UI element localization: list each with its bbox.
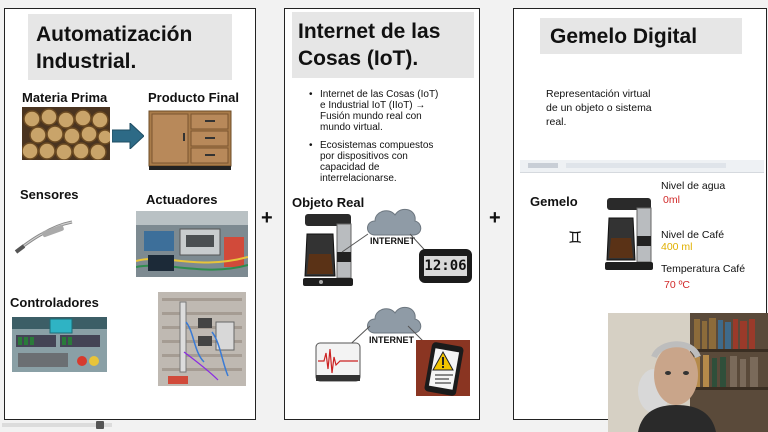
twin-description-line2: de un objeto o sistema	[546, 102, 652, 114]
internet-label-2: INTERNET	[369, 335, 414, 345]
gemini-icon: ♊	[568, 228, 583, 247]
automation-title-line1: Automatización	[36, 23, 193, 46]
iot-title-line1: Internet de las	[298, 20, 441, 43]
iot-bullet-2-line4: interrelacionarse.	[320, 173, 397, 184]
twin-title: Gemelo Digital	[540, 18, 742, 54]
iot-bullet-2: Ecosistemas compuestos por dispositivos …	[309, 140, 434, 184]
controllers-label: Controladores	[10, 295, 99, 310]
iot-bullet-1-line3: Fusión mundo real con	[320, 111, 422, 122]
automation-title-line2: Industrial.	[36, 50, 137, 73]
digital-clock-image: 12:06	[419, 249, 472, 283]
sensors-label: Sensores	[20, 187, 79, 202]
plus-sign-2: +	[489, 207, 501, 229]
iot-bullet-2-line3: capacidad de	[320, 162, 380, 173]
clock-display: 12:06	[424, 256, 467, 276]
iot-bullet-1: Internet de las Cosas (IoT) e Industrial…	[309, 89, 439, 133]
water-level-label: Nivel de agua	[661, 180, 726, 192]
coffee-level-value: 400 ml	[661, 241, 693, 253]
temperature-value: 70 ºC	[664, 279, 691, 291]
coffee-level-label: Nivel de Café	[661, 229, 725, 241]
controllers-image	[12, 317, 107, 372]
right-arrow-icon	[112, 123, 144, 149]
phone-alert-image	[416, 340, 470, 396]
cabinet-image	[147, 108, 233, 174]
coffee-maker-image	[301, 212, 355, 288]
twin-label: Gemelo	[530, 194, 578, 209]
automation-title: Automatización Industrial.	[28, 14, 232, 80]
actuators-label: Actuadores	[146, 192, 218, 207]
temperature-label: Temperatura Café	[661, 263, 746, 275]
internet-cloud-1	[363, 203, 423, 245]
iot-title-line2: Cosas (IoT).	[298, 47, 419, 70]
raw-material-label: Materia Prima	[22, 90, 108, 105]
browser-toolbar-strip	[520, 160, 764, 173]
iot-title: Internet de las Cosas (IoT).	[292, 12, 474, 78]
iot-bullet-1-line4: mundo virtual.	[320, 122, 383, 133]
water-level-value: 0ml	[663, 194, 680, 206]
internet-cloud-2	[363, 303, 423, 341]
iot-bullet-1-line2: e Industrial IoT (IIoT) →	[320, 100, 426, 111]
bottom-toolbar-strip	[0, 421, 150, 429]
pneumatic-panel-image	[158, 292, 246, 386]
logs-image	[22, 107, 110, 160]
real-object-label: Objeto Real	[292, 195, 365, 210]
plus-sign-1: +	[261, 207, 273, 229]
internet-label-1: INTERNET	[370, 236, 415, 246]
twin-description: Representación virtual de un objeto o si…	[546, 87, 652, 129]
twin-description-line3: real.	[546, 116, 567, 128]
actuators-image	[136, 211, 248, 277]
sensor-image	[12, 210, 76, 262]
twin-description-line1: Representación virtual	[546, 88, 651, 100]
webcam-video	[608, 313, 768, 432]
iot-bullet-1-line1: Internet de las Cosas (IoT)	[320, 89, 439, 100]
final-product-label: Producto Final	[148, 90, 239, 105]
twin-coffee-maker-image	[603, 196, 655, 272]
iot-bullet-2-line1: Ecosistemas compuestos	[320, 140, 434, 151]
seismograph-image	[314, 339, 362, 385]
iot-bullet-2-line2: por dispositivos con	[320, 151, 408, 162]
